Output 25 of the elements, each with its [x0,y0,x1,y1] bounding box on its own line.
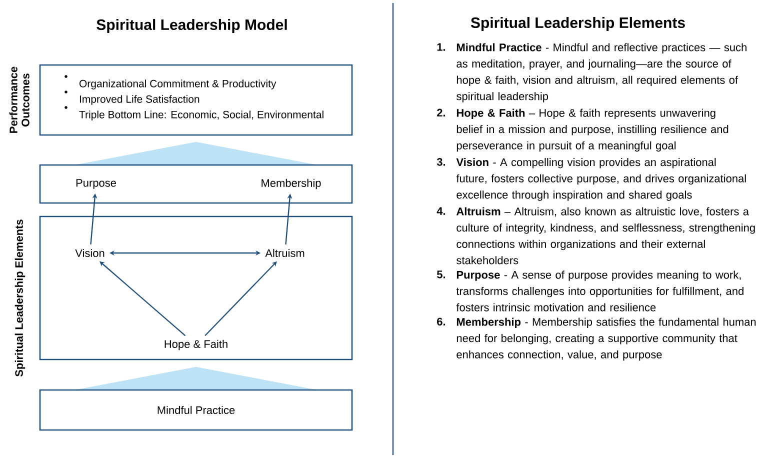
heading: Spiritual Leadership Elements [470,17,685,31]
side-label: Performance Outcomes [9,66,30,133]
outcomes-box: Organizational Commitment & Productivity Improved Life Satisfaction Triple Bottom Line: Economic, Social, Environmental [39,64,353,136]
element-panel [39,216,353,360]
list-number: 1. [437,43,446,51]
practice-box: Mindful Practice [39,389,353,431]
list-item: Mindful Practice - Mindful and reflective practices — such as meditation, prayer, and journaling—are the source of hope & faith, vision and altruism, all required elements of spiritual leadership [456,43,746,102]
list-item: Vision - A compelling vision provides an aspirational future, fosters collective purpose, and drives organizational excellence through inspiration and shared goals [456,158,746,201]
list-number: 4. [436,207,446,215]
side-label: Spiritual Leadership Elements [14,220,26,377]
list-number: 2. [437,108,446,116]
list-number: 5. [436,270,446,278]
list-number: 3. [436,158,446,166]
list-item: Purpose - A sense of purpose provides meaning to work, transforms challenges into opportunities for fulfillment, and fosters intrinsic motivation and resilience [456,270,744,312]
list-item: Altruism – Altruism, also known as altruistic love, fosters a culture of integrity, kindness, and selflessness, strengthening connections within organizations and their external stakeholders [456,207,755,264]
element-label: Altruism [265,248,304,258]
element-band [39,164,353,204]
element-label: Hope & Faith [164,340,228,350]
list-item: Membership - Membership satisfies the fundamental human need for belonging, creating a supportive community that enhances connection, value, and purpose [456,318,756,361]
element-label: Membership [262,178,321,190]
list-number: 6. [437,318,446,326]
heading: Spiritual Leadership Model [96,19,287,33]
element-label: Vision [75,248,104,258]
list-item: Hope & Faith – Hope & faith represents unwavering belief in a mission and purpose, instilling resilience and perseverance in pursuit of a meaningful goal [456,108,728,152]
element-label: Purpose [76,179,116,189]
